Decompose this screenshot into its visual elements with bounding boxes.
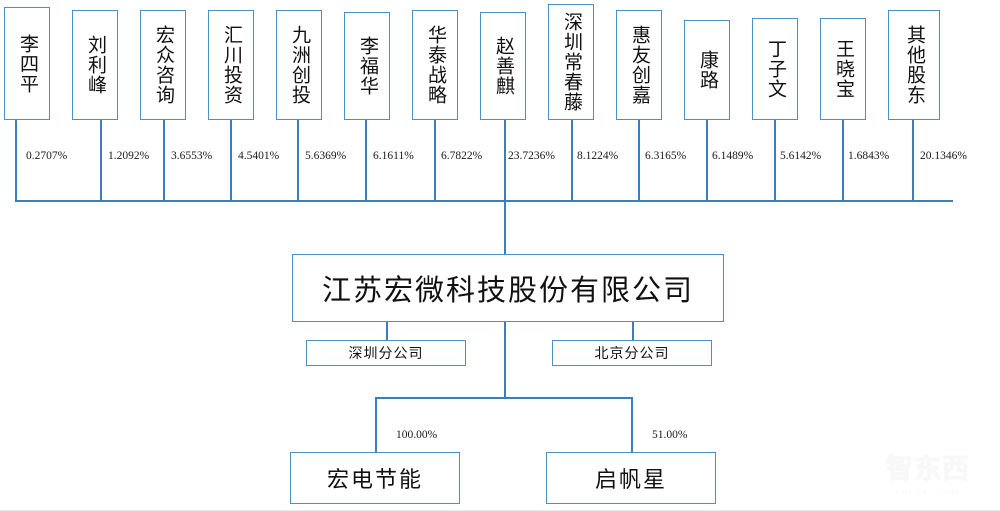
subsidiary-percentage: 100.00% [396, 429, 438, 441]
shareholder-percentage: 3.6553% [171, 150, 213, 162]
shareholder-percentage: 1.6843% [848, 150, 890, 162]
shareholder-box: 康路 [684, 20, 730, 120]
subsidiary-box: 宏电节能 [290, 452, 460, 504]
shareholder-connector [504, 120, 506, 200]
shareholder-box: 汇川投资 [208, 10, 254, 120]
shareholder-box: 李福华 [344, 12, 390, 120]
branch-box: 深圳分公司 [306, 340, 466, 366]
shareholder-percentage: 23.7236% [508, 150, 555, 162]
shareholder-box: 九洲创投 [276, 10, 322, 120]
shareholder-box: 刘利峰 [72, 10, 118, 120]
subsidiary-percentage: 51.00% [652, 429, 688, 441]
shareholder-percentage: 0.2707% [26, 150, 68, 162]
shareholder-connector [774, 120, 776, 200]
shareholder-box: 赵善麒 [480, 12, 526, 120]
shareholder-box: 深圳常春藤 [548, 4, 594, 120]
subsidiary-stem [504, 322, 506, 397]
shareholder-connector [230, 120, 232, 200]
company-box: 江苏宏微科技股份有限公司 [292, 254, 724, 322]
subsidiary-connector [375, 397, 377, 452]
shareholder-percentage: 5.6142% [780, 150, 822, 162]
shareholder-connector [365, 120, 367, 200]
shareholder-percentage: 6.7822% [441, 150, 483, 162]
shareholder-box: 惠友创嘉 [616, 10, 662, 120]
shareholder-connector [15, 120, 17, 200]
shareholder-box: 其他股东 [888, 10, 940, 120]
shareholder-percentage: 6.1489% [712, 150, 754, 162]
shareholder-connector [706, 120, 708, 200]
shareholder-connector [571, 120, 573, 200]
shareholder-percentage: 1.2092% [108, 150, 150, 162]
shareholder-box: 宏众咨询 [140, 10, 186, 120]
subsidiary-box: 启帆星 [546, 452, 716, 504]
shareholder-connector [297, 120, 299, 200]
shareholder-percentage: 6.3165% [645, 150, 687, 162]
company-stem [504, 200, 506, 254]
subsidiary-bar [375, 397, 631, 399]
shareholder-box: 丁子文 [752, 18, 798, 120]
shareholder-connector [842, 120, 844, 200]
branch-connector [386, 322, 388, 340]
shareholder-box: 王晓宝 [820, 18, 866, 120]
shareholder-percentage: 8.1224% [577, 150, 619, 162]
shareholder-box: 华泰战略 [412, 10, 458, 120]
shareholder-bus [15, 200, 953, 202]
shareholder-percentage: 4.5401% [238, 150, 280, 162]
shareholder-connector [638, 120, 640, 200]
shareholder-percentage: 5.6369% [305, 150, 347, 162]
shareholder-connector [163, 120, 165, 200]
subsidiary-connector [631, 397, 633, 452]
shareholder-percentage: 6.1611% [373, 150, 414, 162]
branch-connector [632, 322, 634, 340]
shareholder-percentage: 20.1346% [920, 150, 967, 162]
shareholder-connector [100, 120, 102, 200]
branch-box: 北京分公司 [552, 340, 712, 366]
shareholder-box: 李四平 [4, 7, 50, 120]
shareholder-connector [434, 120, 436, 200]
shareholder-connector [912, 120, 914, 200]
